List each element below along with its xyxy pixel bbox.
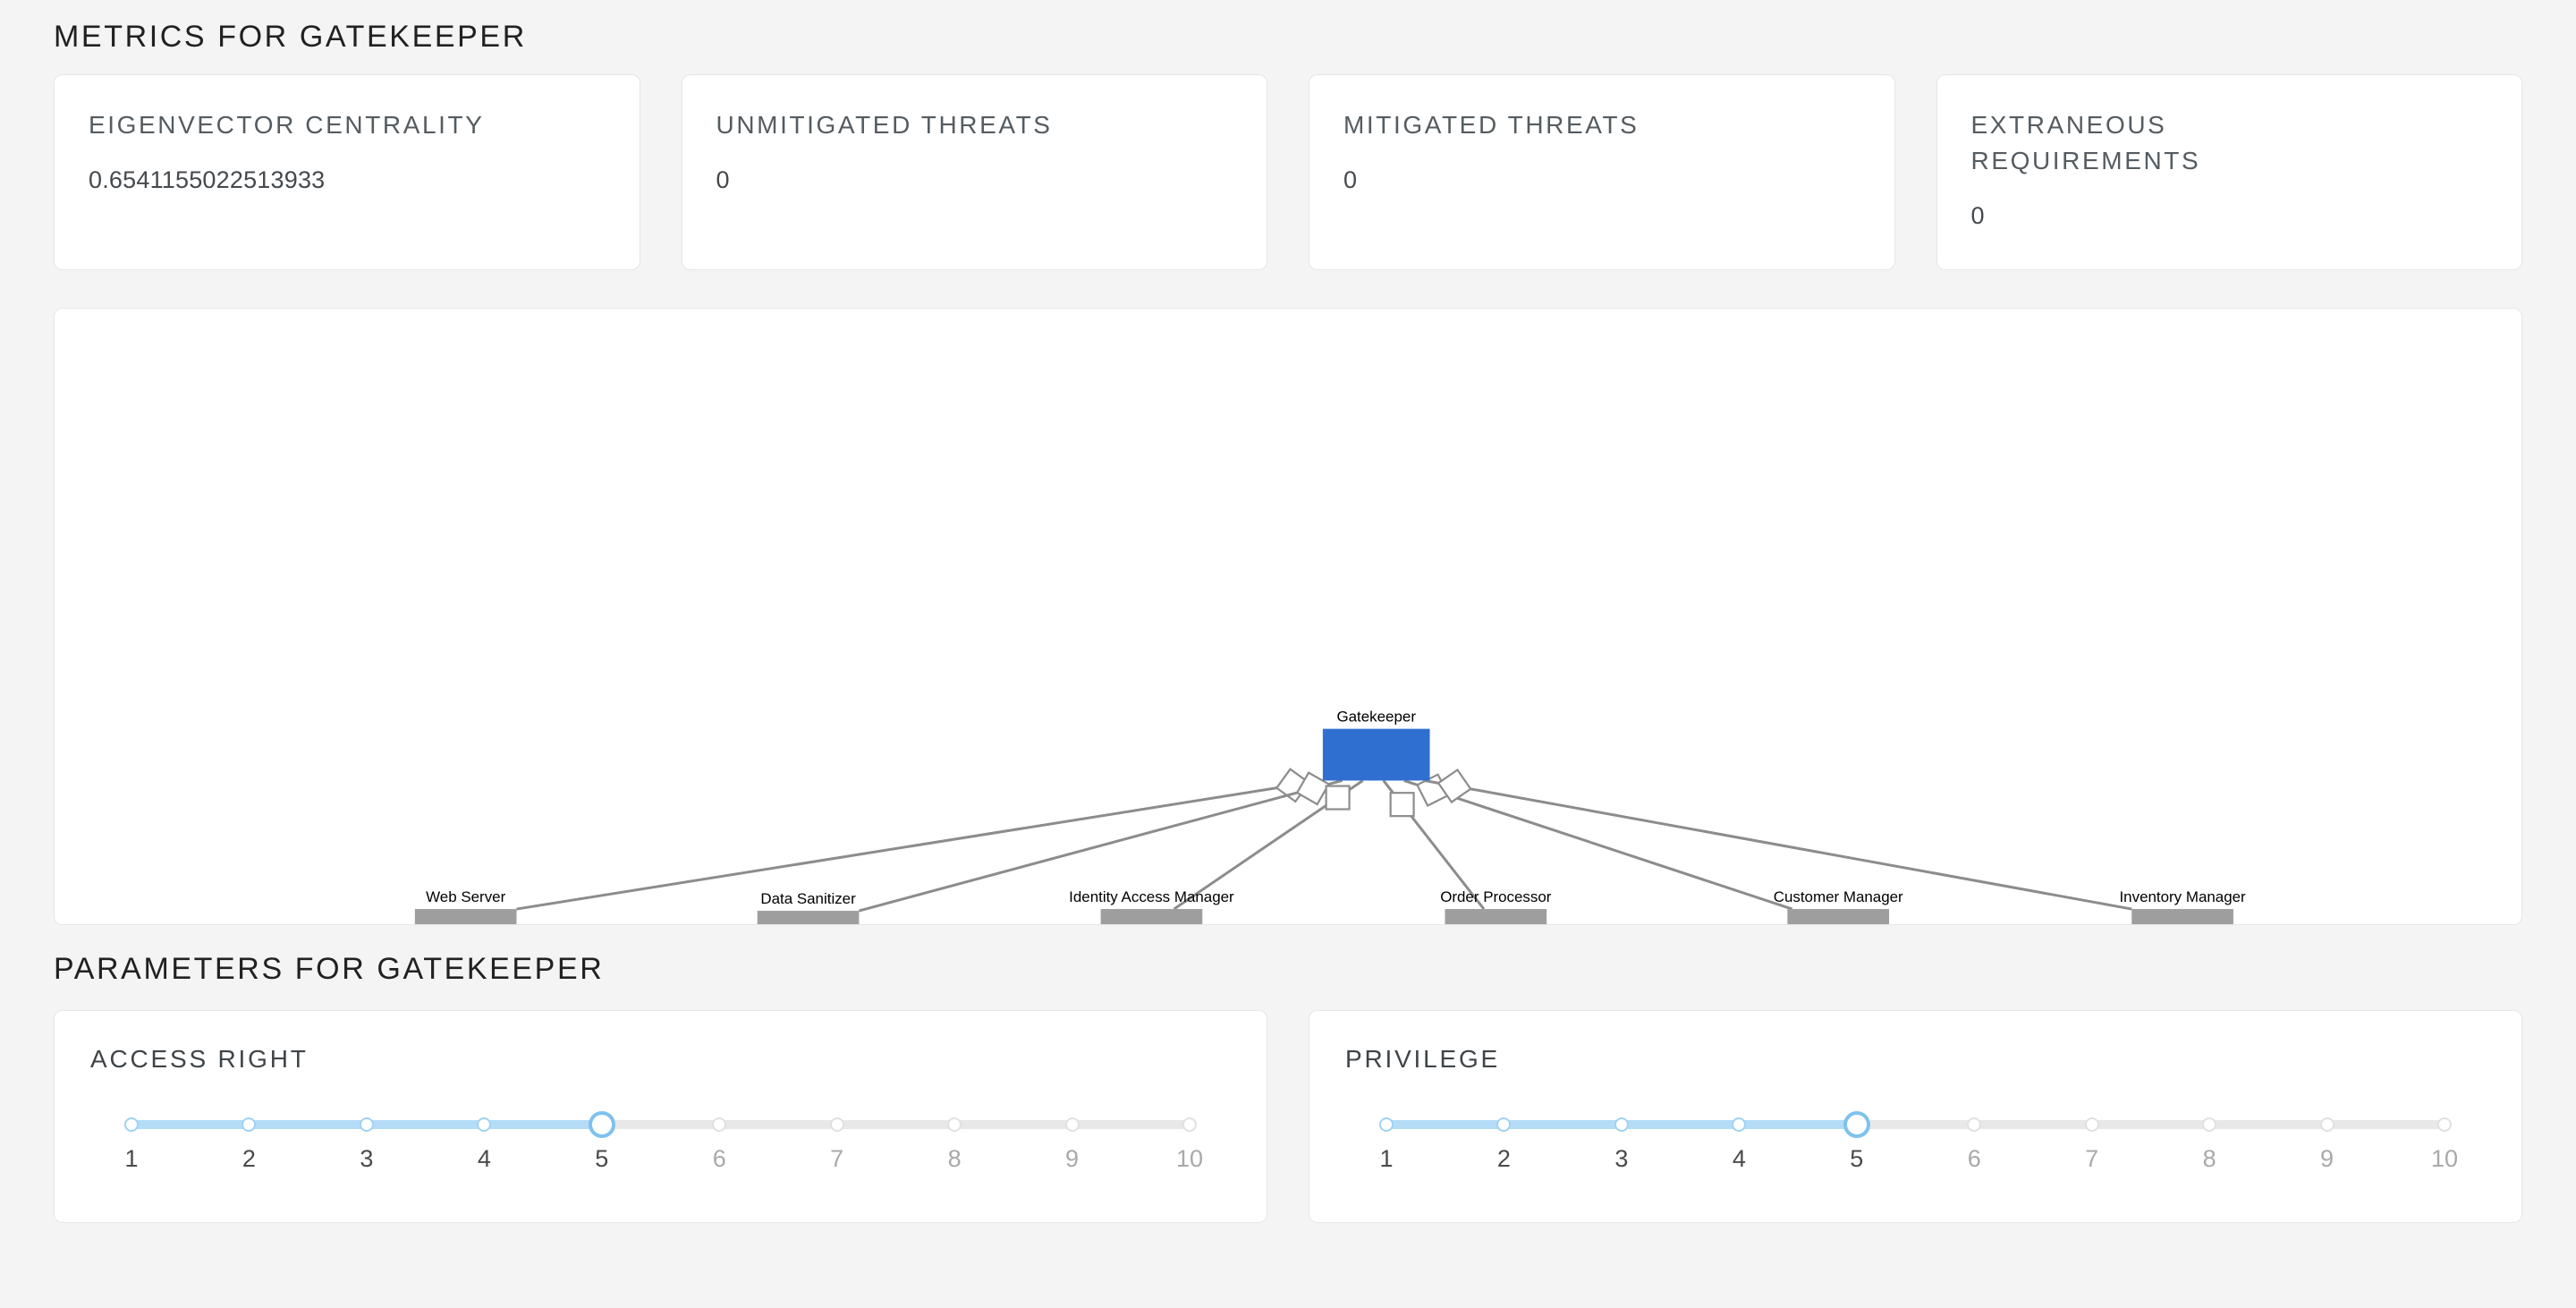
metric-card-eigenvector-centrality: EIGENVECTOR CENTRALITY 0.654115502251393… [54, 74, 640, 270]
slider-tick-label-8[interactable]: 8 [2202, 1144, 2216, 1172]
metric-label: UNMITIGATED THREATS [716, 111, 1053, 139]
metrics-card-row: EIGENVECTOR CENTRALITY 0.654115502251393… [54, 74, 2522, 270]
slider-tick-label-6[interactable]: 6 [1967, 1144, 1981, 1172]
slider-tick-label-1[interactable]: 1 [124, 1144, 139, 1172]
graph-node-gatekeeper[interactable]: Gatekeeper [1322, 708, 1430, 780]
slider-tick-dot-8[interactable] [947, 1117, 962, 1132]
slider-rail[interactable] [124, 1110, 1197, 1138]
edge-marker-square-icon [1325, 784, 1351, 811]
slider-tick-label-5[interactable]: 5 [595, 1144, 609, 1172]
slider-tick-dot-7[interactable] [2084, 1117, 2099, 1132]
metric-label: MITIGATED THREATS [1343, 111, 1640, 139]
metric-card-unmitigated-threats: UNMITIGATED THREATS 0 [681, 74, 1267, 270]
metric-card-mitigated-threats: MITIGATED THREATS 0 [1309, 74, 1895, 270]
edge-marker-square-icon [1389, 791, 1415, 817]
metric-card-extraneous-requirements: EXTRANEOUS REQUIREMENTS 0 [1936, 74, 2522, 270]
graph-edge-gatekeeper-to-customer-manager[interactable] [1403, 778, 1793, 910]
metric-label: EIGENVECTOR CENTRALITY [89, 111, 485, 139]
slider-tick-label-5[interactable]: 5 [1850, 1144, 1864, 1172]
metric-value: 0.6541155022513933 [89, 166, 326, 193]
slider-tick-label-3[interactable]: 3 [360, 1144, 374, 1172]
slider-tick-dot-10[interactable] [1182, 1117, 1197, 1132]
graph-node-inventory-manager[interactable]: Inventory Manager [2119, 888, 2246, 924]
graph-node-label: Gatekeeper [1336, 708, 1416, 725]
metric-value: 0 [716, 166, 730, 193]
metrics-section-title: METRICS FOR GATEKEEPER [54, 20, 527, 54]
graph-node-label: Data Sanitizer [760, 890, 856, 907]
graph-node-box[interactable] [1445, 908, 1547, 924]
graph-edge-gatekeeper-to-inventory-manager[interactable] [1424, 778, 2132, 911]
graph-node-label: Customer Manager [1774, 888, 1903, 905]
slider-rail[interactable] [1379, 1110, 2452, 1138]
graph-node-label: Order Processor [1440, 888, 1552, 905]
slider-tick-label-10[interactable]: 10 [1175, 1144, 1204, 1172]
slider-tick-label-10[interactable]: 10 [2430, 1144, 2459, 1172]
slider-thumb[interactable] [1843, 1110, 1870, 1138]
parameter-label: PRIVILEGE [1345, 1044, 1501, 1073]
edge-marker-diamond-icon [1436, 768, 1472, 803]
slider-tick-dot-3[interactable] [359, 1117, 374, 1132]
slider-tick-dot-2[interactable] [242, 1117, 257, 1132]
parameter-label: ACCESS RIGHT [90, 1044, 309, 1073]
slider-tick-label-6[interactable]: 6 [712, 1144, 726, 1172]
edge-marker-diamond-icon [1295, 770, 1331, 805]
slider-tick-dot-7[interactable] [829, 1117, 844, 1132]
slider-tick-label-9[interactable]: 9 [2320, 1144, 2334, 1172]
slider-tick-dot-2[interactable] [1496, 1117, 1512, 1132]
slider-tick-label-8[interactable]: 8 [947, 1144, 962, 1172]
slider-tick-labels: 1 2 3 4 5 6 7 8 9 10 [124, 1144, 1203, 1185]
graph-node-box[interactable] [2131, 908, 2233, 924]
slider-tick-dot-9[interactable] [2319, 1117, 2334, 1132]
parameter-card-privilege: PRIVILEGE 1 2 3 4 5 6 7 8 9 10 [1309, 1009, 2522, 1223]
slider-tick-dot-8[interactable] [2202, 1117, 2217, 1132]
slider-tick-label-2[interactable]: 2 [242, 1144, 256, 1172]
parameter-card-access-right: ACCESS RIGHT 1 2 3 4 5 6 7 8 9 10 [54, 1009, 1267, 1223]
slider-tick-label-4[interactable]: 4 [1732, 1144, 1746, 1172]
graph-node-label: Identity Access Manager [1069, 888, 1234, 905]
metric-label: EXTRANEOUS REQUIREMENTS [1970, 111, 2201, 174]
access-right-slider[interactable]: 1 2 3 4 5 6 7 8 9 10 [90, 1110, 1231, 1185]
graph-node-identity-access-manager[interactable]: Identity Access Manager [1069, 888, 1234, 924]
graph-node-label: Inventory Manager [2119, 888, 2246, 905]
slider-tick-label-2[interactable]: 2 [1496, 1144, 1511, 1172]
graph-edge-gatekeeper-to-web-server[interactable] [516, 778, 1324, 911]
graph-node-order-processor[interactable]: Order Processor [1440, 888, 1552, 924]
slider-tick-dot-3[interactable] [1614, 1117, 1629, 1132]
slider-tick-labels: 1 2 3 4 5 6 7 8 9 10 [1379, 1144, 2458, 1185]
slider-tick-dot-4[interactable] [1732, 1117, 1747, 1132]
graph-node-box[interactable] [414, 908, 517, 924]
slider-tick-label-7[interactable]: 7 [830, 1144, 844, 1172]
slider-tick-dot-6[interactable] [1967, 1117, 1982, 1132]
graph-node-label: Web Server [426, 888, 505, 905]
slider-thumb[interactable] [588, 1110, 615, 1138]
graph-node-data-sanitizer[interactable]: Data Sanitizer [757, 890, 860, 924]
graph-node-customer-manager[interactable]: Customer Manager [1774, 888, 1903, 924]
graph-node-box[interactable] [757, 910, 860, 924]
slider-tick-dot-10[interactable] [2437, 1117, 2452, 1132]
graph-node-web-server[interactable]: Web Server [414, 888, 517, 924]
parameters-card-row: ACCESS RIGHT 1 2 3 4 5 6 7 8 9 10 PRIVILEGE 1 2 3 4 5… [54, 1009, 2522, 1223]
slider-tick-dot-6[interactable] [712, 1117, 727, 1132]
privilege-slider[interactable]: 1 2 3 4 5 6 7 8 9 10 [1345, 1110, 2486, 1185]
parameters-section-title: PARAMETERS FOR GATEKEEPER [54, 951, 605, 986]
slider-tick-dot-4[interactable] [477, 1117, 492, 1132]
slider-tick-label-7[interactable]: 7 [2085, 1144, 2099, 1172]
graph-node-box[interactable] [1100, 908, 1203, 924]
graph-edges [516, 767, 2132, 912]
graph-node-box[interactable] [1787, 908, 1890, 924]
graph-edge-gatekeeper-to-data-sanitizer[interactable] [859, 778, 1343, 912]
slider-tick-label-4[interactable]: 4 [477, 1144, 491, 1172]
slider-tick-label-9[interactable]: 9 [1065, 1144, 1080, 1172]
slider-tick-label-1[interactable]: 1 [1379, 1144, 1394, 1172]
graph-node-box[interactable] [1322, 728, 1430, 780]
slider-tick-dot-9[interactable] [1064, 1117, 1080, 1132]
metric-value: 0 [1343, 166, 1358, 193]
slider-tick-label-3[interactable]: 3 [1614, 1144, 1629, 1172]
slider-tick-dot-1[interactable] [1379, 1117, 1394, 1132]
metric-value: 0 [1970, 201, 1985, 229]
slider-tick-dot-1[interactable] [124, 1117, 139, 1132]
